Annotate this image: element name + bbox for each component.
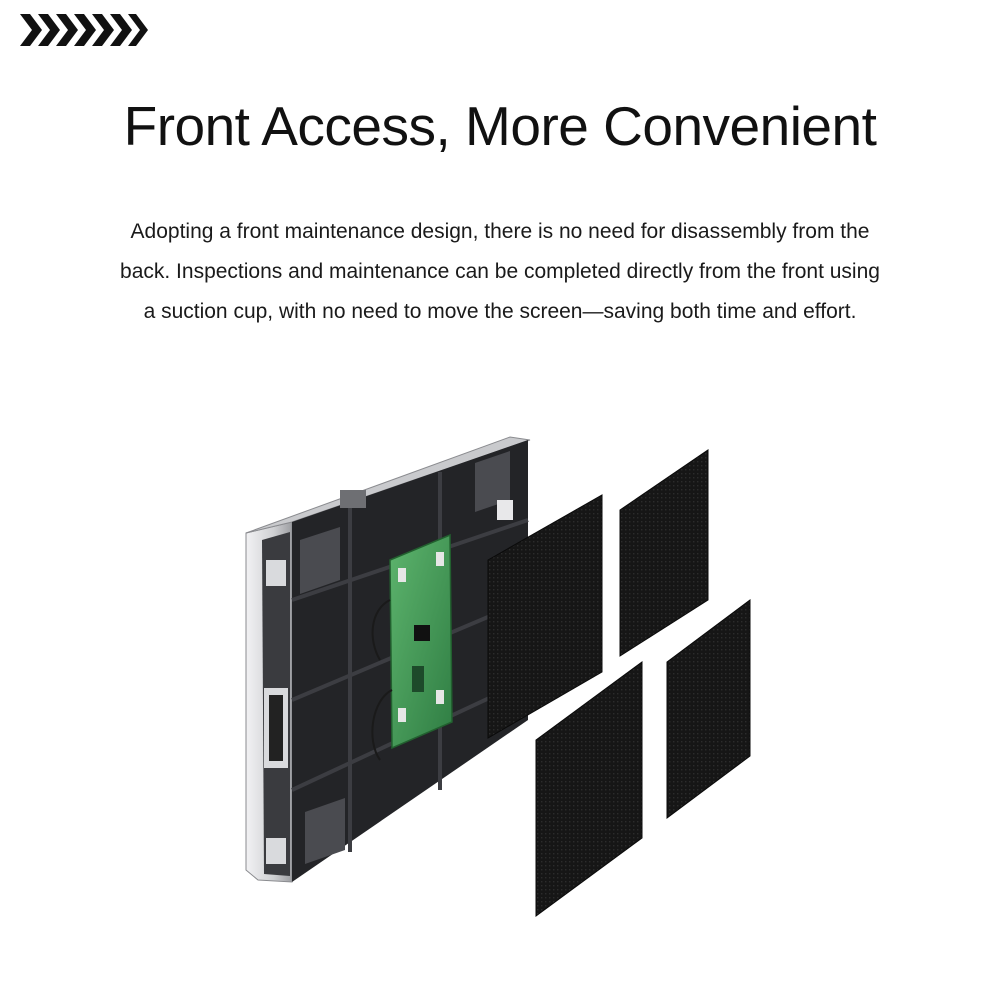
chevrons-icon bbox=[20, 14, 148, 46]
hub-board bbox=[371, 533, 453, 761]
led-module bbox=[535, 661, 643, 917]
description-line: back. Inspections and maintenance can be… bbox=[120, 260, 880, 283]
page-title: Front Access, More Convenient bbox=[123, 95, 877, 157]
led-module bbox=[619, 449, 709, 657]
led-module bbox=[666, 599, 751, 819]
description-line: Adopting a front maintenance design, the… bbox=[130, 220, 870, 243]
description: Adopting a front maintenance design, the… bbox=[80, 212, 920, 332]
led-module bbox=[487, 494, 603, 739]
cabinet-frame bbox=[245, 436, 531, 883]
description-line: a suction cup, with no need to move the … bbox=[143, 300, 857, 323]
led-cabinet-illustration bbox=[245, 436, 751, 917]
